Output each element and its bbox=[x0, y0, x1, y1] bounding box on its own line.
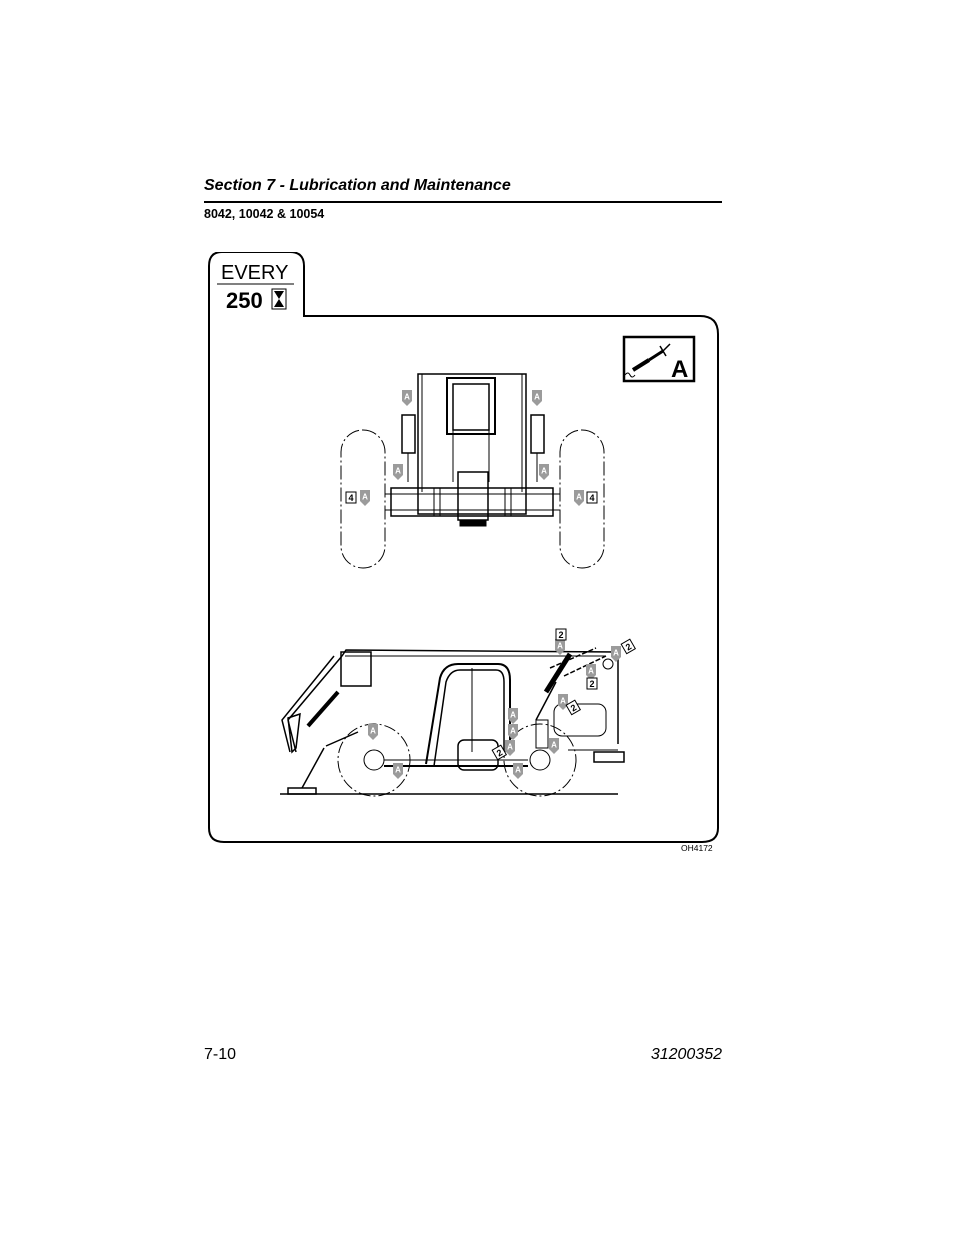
grease-point bbox=[505, 740, 515, 756]
grease-point bbox=[549, 738, 559, 754]
svg-text:2: 2 bbox=[495, 747, 504, 758]
lubrication-figure: A EVERY 250 A bbox=[208, 252, 719, 843]
header-rule bbox=[204, 201, 722, 203]
svg-text:2: 2 bbox=[569, 702, 578, 713]
grease-point bbox=[555, 639, 565, 655]
top-view-drawing bbox=[340, 373, 605, 569]
quantity-callout: 4 bbox=[586, 491, 598, 504]
document-number: 31200352 bbox=[650, 1046, 722, 1063]
svg-text:4: 4 bbox=[348, 493, 353, 503]
quantity-callout: 2 bbox=[586, 677, 598, 690]
grease-point bbox=[611, 646, 621, 662]
lube-letter: A bbox=[671, 356, 688, 383]
figure-frame bbox=[208, 252, 719, 843]
page-number: 7-10 bbox=[204, 1046, 237, 1063]
svg-text:2: 2 bbox=[558, 630, 563, 640]
every-label: EVERY bbox=[221, 262, 288, 284]
quantity-callout: 2 bbox=[565, 699, 582, 716]
quantity-callout: 2 bbox=[555, 628, 567, 641]
grease-point bbox=[574, 490, 584, 506]
quantity-callout: 4 bbox=[345, 491, 357, 504]
grease-point bbox=[368, 724, 378, 740]
side-view-drawing bbox=[280, 647, 625, 797]
svg-text:4: 4 bbox=[589, 493, 594, 503]
hours-value: 250 bbox=[226, 288, 263, 313]
quantity-callout: 2 bbox=[620, 638, 637, 655]
hourglass-icon bbox=[271, 288, 287, 310]
grease-point bbox=[539, 464, 549, 480]
grease-point bbox=[360, 490, 370, 506]
section-title: Section 7 - Lubrication and Maintenance bbox=[204, 177, 511, 194]
model-list: 8042, 10042 & 10054 bbox=[204, 207, 325, 221]
grease-point bbox=[532, 390, 542, 406]
grease-point bbox=[393, 763, 403, 779]
grease-gun-icon bbox=[624, 343, 671, 378]
svg-text:2: 2 bbox=[589, 679, 594, 689]
svg-text:2: 2 bbox=[624, 641, 633, 652]
lube-symbol: A bbox=[622, 335, 696, 383]
quantity-callout: 2 bbox=[491, 744, 508, 761]
grease-point bbox=[393, 464, 403, 480]
figure-label: OH4172 bbox=[681, 843, 713, 853]
grease-point bbox=[402, 390, 412, 406]
grease-point bbox=[513, 763, 523, 779]
grease-point bbox=[558, 694, 568, 710]
